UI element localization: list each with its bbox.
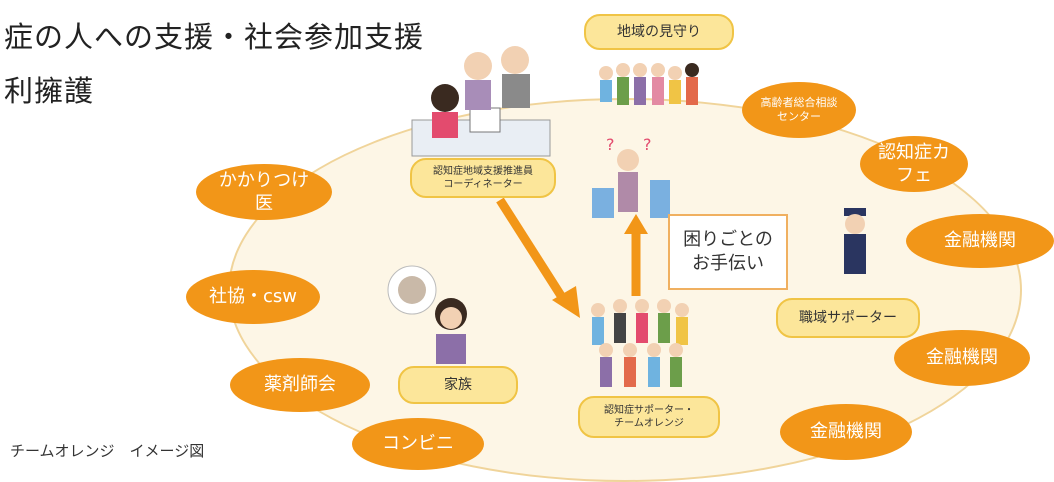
heading-line-1: 症の人への支援・社会参加支援 [4,20,425,54]
kinyu-kikan-node-1: 金融機関 [906,214,1054,268]
houkatsu-center-node: 高齢者総合相談 センター [742,82,856,138]
community-group-icon [599,63,699,105]
komarigoto-label: 困りごとの お手伝い [668,214,788,290]
confused-elder-icon: ? ? [592,135,670,218]
shokuiki-supporter-node: 職域サポーター [776,298,920,338]
team-orange-node: 認知症サポーター・ チームオレンジ [578,396,720,438]
coordinator-node: 認知症地域支援推進員 コーディネーター [410,158,556,198]
kazoku-node: 家族 [398,366,518,404]
yakuzaishi-node: 薬剤師会 [230,358,370,412]
police-officer-icon [844,208,866,274]
flow-arrows [496,197,648,318]
svg-text:?: ? [643,135,652,154]
heading-line-2: 利擁護 [4,74,95,108]
kinyu-kikan-node-3: 金融機関 [780,404,912,460]
illustration-layer: ? ? [387,46,866,387]
family-icon [387,265,467,364]
supporter-group-icon [591,299,689,387]
chiiki-mimamori-node: 地域の見守り [584,14,734,50]
ninchisho-cafe-node: 認知症カ フェ [860,136,968,192]
shakyo-node: 社協・csw [186,270,320,324]
svg-text:?: ? [606,135,615,154]
kinyu-kikan-node-2: 金融機関 [894,330,1030,386]
diagram-caption: チームオレンジ イメージ図 [10,442,205,460]
kakaritsuke-node: かかりつけ 医 [196,164,332,220]
conbini-node: コンビニ [352,418,484,470]
coordinator-desk-icon [411,46,551,157]
